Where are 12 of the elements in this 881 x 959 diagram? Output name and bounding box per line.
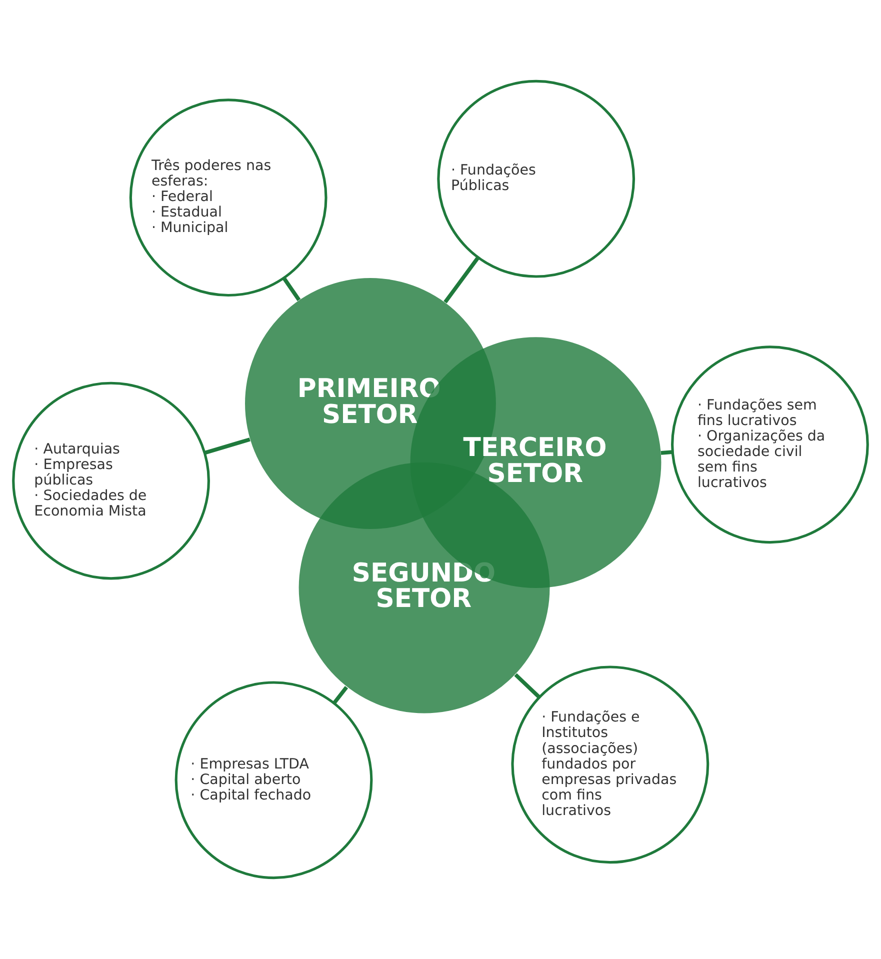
node-circle: · Fundações Públicas <box>437 80 636 278</box>
connector <box>444 256 480 304</box>
node-circle: · Fundações sem fins lucrativos · Organizações da sociedade civil sem fins lucrativos <box>671 346 869 544</box>
node-circle: · Empresas LTDA · Capital aberto · Capital fechado <box>174 681 373 880</box>
node-circle: · Autarquias · Empresas públicas · Sociedades de Economia Mista <box>12 382 210 580</box>
node-circle: · Fundações e Institutos (associações) fundados por empresas privadas com fins lucrativos <box>511 666 710 864</box>
connector <box>332 686 348 704</box>
connector <box>204 438 250 455</box>
node-circle: Três poderes nas esferas: · Federal · Estadual · Municipal <box>129 98 328 297</box>
connector <box>660 450 672 455</box>
connector <box>282 277 301 302</box>
connector <box>514 673 541 699</box>
